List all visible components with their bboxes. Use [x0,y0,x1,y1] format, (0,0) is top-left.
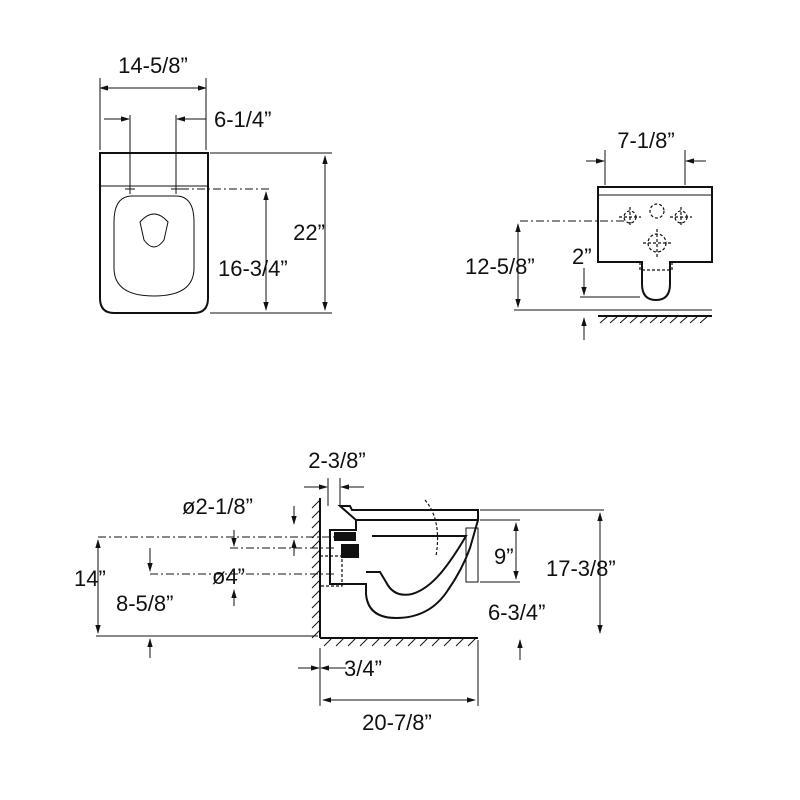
side-floor-hatch [323,637,477,647]
fixing-block [341,544,359,558]
dim-fixing-height: 12-5/8” [465,254,535,279]
dim-overall-width: 14-5/8” [118,53,188,78]
bowl-body [329,519,480,620]
dim-overall-height: 17-3/8” [546,556,616,581]
dim-bowl-clearance: 6-3/4” [488,600,545,625]
flush-outlet [139,213,169,248]
seat-front-arc [424,499,439,557]
front-view: 7-1/8” 12-5/8” 2” [465,128,713,340]
dim-offset: 2” [572,244,592,269]
dim-projection: 20-7/8” [362,710,432,735]
mounting-crosses [619,203,692,258]
dim-wall-offset: 2-3/8” [308,448,365,473]
outlet-pipe [319,555,343,587]
seat-lid [337,505,479,521]
floor-hatch [599,315,709,324]
dim-wall-gap: 3/4” [344,656,382,681]
toilet-front-outline [597,186,713,302]
dim-fixing-to-front: 16-3/4” [218,256,288,281]
dim-overall-length: 22” [293,220,325,245]
dim-outlet-height: 8-5/8” [116,591,173,616]
dim-outlet-diameter: ø4” [212,564,245,589]
bowl-inner [366,535,468,596]
dim-inlet-diameter: ø2-1/8” [182,494,253,519]
fixing-marks [125,184,181,194]
bowl-foot [465,527,479,583]
dim-fixing-spacing: 7-1/8” [617,128,674,153]
dim-seat-to-rim: 9” [494,544,514,569]
wall-hatch [311,499,321,639]
bowl-opening [113,195,195,297]
inlet-fitting [334,532,356,541]
side-view: 2-3/8” ø2-1/8” ø4” 14” 8-5/8” 9” 17-3/8”… [74,448,616,735]
top-view: 14-5/8” 6-1/4” 22” 16-3/4” [99,53,332,314]
toilet-plan-outline [99,152,209,314]
dim-inlet-height: 14” [74,566,106,591]
dim-fixing-centers: 6-1/4” [214,107,271,132]
